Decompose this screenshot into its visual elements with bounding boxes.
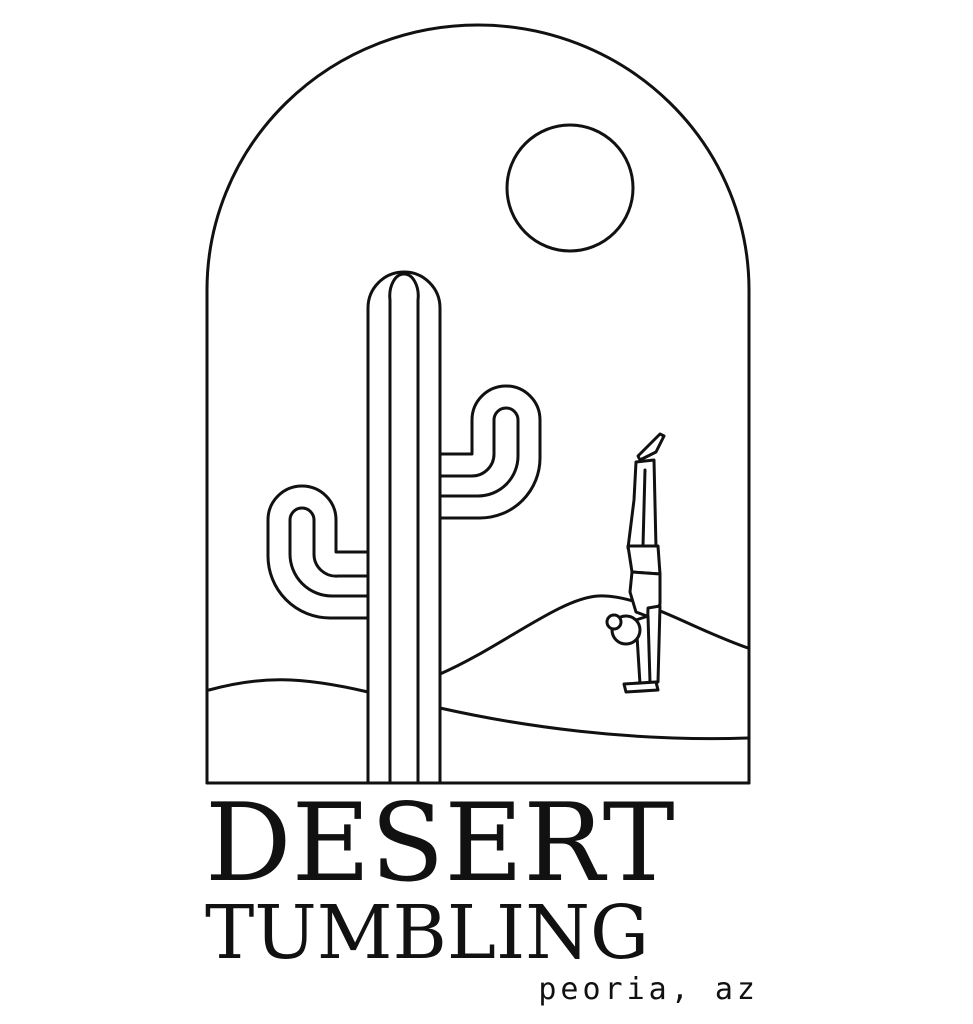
brand-location: peoria, az [538, 972, 759, 1007]
handstand-figure-icon [605, 432, 666, 694]
desert-hills-icon [207, 594, 750, 741]
brand-title-line-1: DESERT [205, 781, 675, 906]
saguaro-cactus-icon [205, 270, 751, 785]
brand-title-line-2: TUMBLING [205, 890, 650, 976]
sun-icon [505, 123, 635, 253]
arch-frame-icon [205, 23, 751, 785]
